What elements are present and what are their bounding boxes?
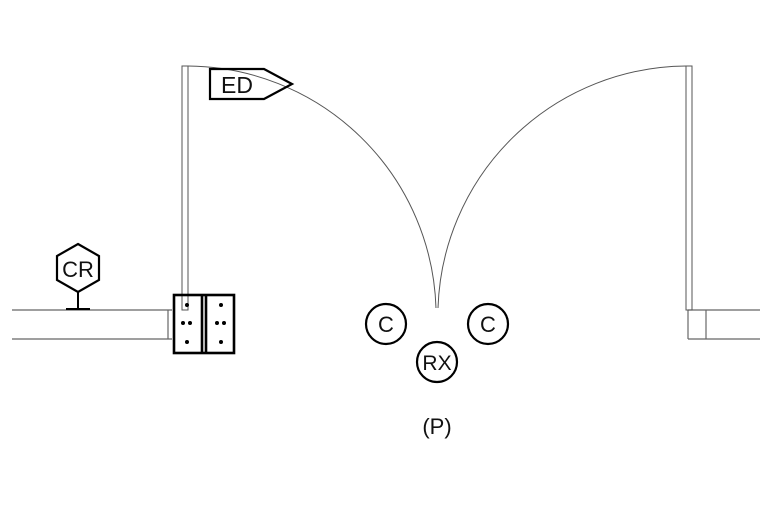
power-label: (P): [422, 414, 451, 439]
door-contact-left-label: C: [378, 312, 394, 337]
door-contact-right-label: C: [480, 312, 496, 337]
left-wall: [12, 309, 172, 340]
request-to-exit: RX: [415, 340, 459, 384]
right-door-leaf: [685, 65, 693, 311]
exit-device-label: ED: [221, 72, 253, 98]
hinge-icon: [172, 293, 236, 355]
left-door-leaf: [181, 65, 189, 311]
left-door-swing-arc: [187, 65, 437, 309]
door-contact-left: C: [364, 302, 408, 346]
right-door-swing-arc: [437, 65, 687, 309]
exit-device-tag: ED: [208, 67, 295, 101]
request-to-exit-label: RX: [422, 352, 451, 375]
card-reader-tag: CR: [55, 242, 101, 310]
card-reader-label: CR: [62, 257, 94, 282]
door-contact-right: C: [466, 302, 510, 346]
right-wall: [687, 309, 760, 340]
